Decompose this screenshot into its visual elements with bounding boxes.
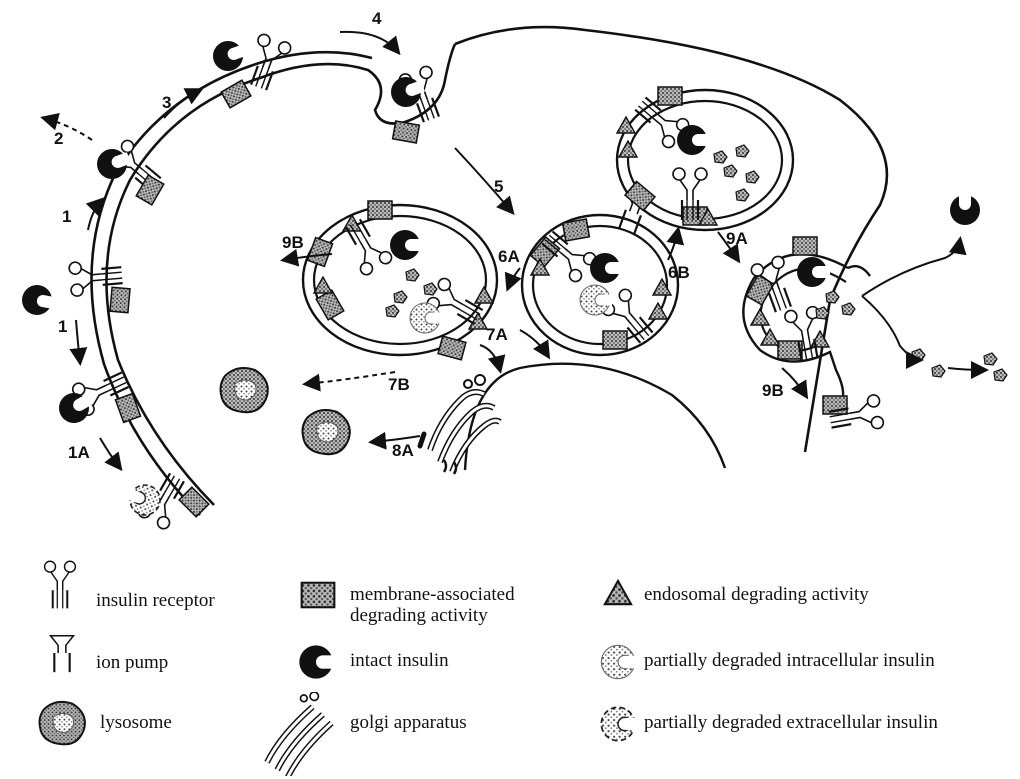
step-label-1-lower: 1 xyxy=(58,317,67,336)
step-label-4: 4 xyxy=(372,9,382,28)
endosome-upper-right xyxy=(617,87,793,230)
lysosome-icon xyxy=(34,698,92,748)
endosomal-degrading-triangle-icon xyxy=(600,578,636,610)
step-label-9B-right: 9B xyxy=(762,381,784,400)
legend-lysosome: lysosome xyxy=(100,712,172,734)
legend-insulin-receptor: insulin receptor xyxy=(96,590,215,612)
partial-extracellular-insulin-icon xyxy=(598,704,638,744)
lysosome-upper xyxy=(221,368,268,412)
ion-pump-icon xyxy=(40,630,84,676)
step-label-1A: 1A xyxy=(68,443,90,462)
legend-membrane-degrading-line2: degrading activity xyxy=(350,605,488,627)
intact-insulin-icon xyxy=(296,642,336,682)
endosome-right xyxy=(743,237,1007,436)
step-label-7B: 7B xyxy=(388,375,410,394)
partial-intracellular-insulin-icon xyxy=(598,642,638,682)
insulin-receptor-icon xyxy=(34,554,86,612)
step-label-9B-left: 9B xyxy=(282,233,304,252)
step-label-6A: 6A xyxy=(498,247,520,266)
membrane-degrading-activity-icon xyxy=(298,580,338,610)
step-label-6B: 6B xyxy=(668,263,690,282)
legend-partial-extracellular: partially degraded extracellular insulin xyxy=(644,712,938,734)
legend-endosomal-degrading: endosomal degrading activity xyxy=(644,584,869,606)
legend-partial-intracellular: partially degraded intracellular insulin xyxy=(644,650,935,672)
step-label-7A: 7A xyxy=(486,325,508,344)
step-label-2: 2 xyxy=(54,129,63,148)
legend-golgi: golgi apparatus xyxy=(350,712,467,734)
legend-membrane-degrading-line1: membrane-associated xyxy=(350,584,515,606)
legend-ion-pump: ion pump xyxy=(96,652,168,674)
golgi-apparatus-icon xyxy=(240,692,350,776)
step-label-3: 3 xyxy=(162,93,171,112)
step-label-5: 5 xyxy=(494,177,503,196)
step-label-8A: 8A xyxy=(392,441,414,460)
endosome-left xyxy=(303,201,497,360)
step-label-1-upper: 1 xyxy=(62,207,71,226)
lysosome-lower xyxy=(303,410,350,454)
step-label-9A: 9A xyxy=(726,229,748,248)
legend-intact-insulin: intact insulin xyxy=(350,650,449,672)
